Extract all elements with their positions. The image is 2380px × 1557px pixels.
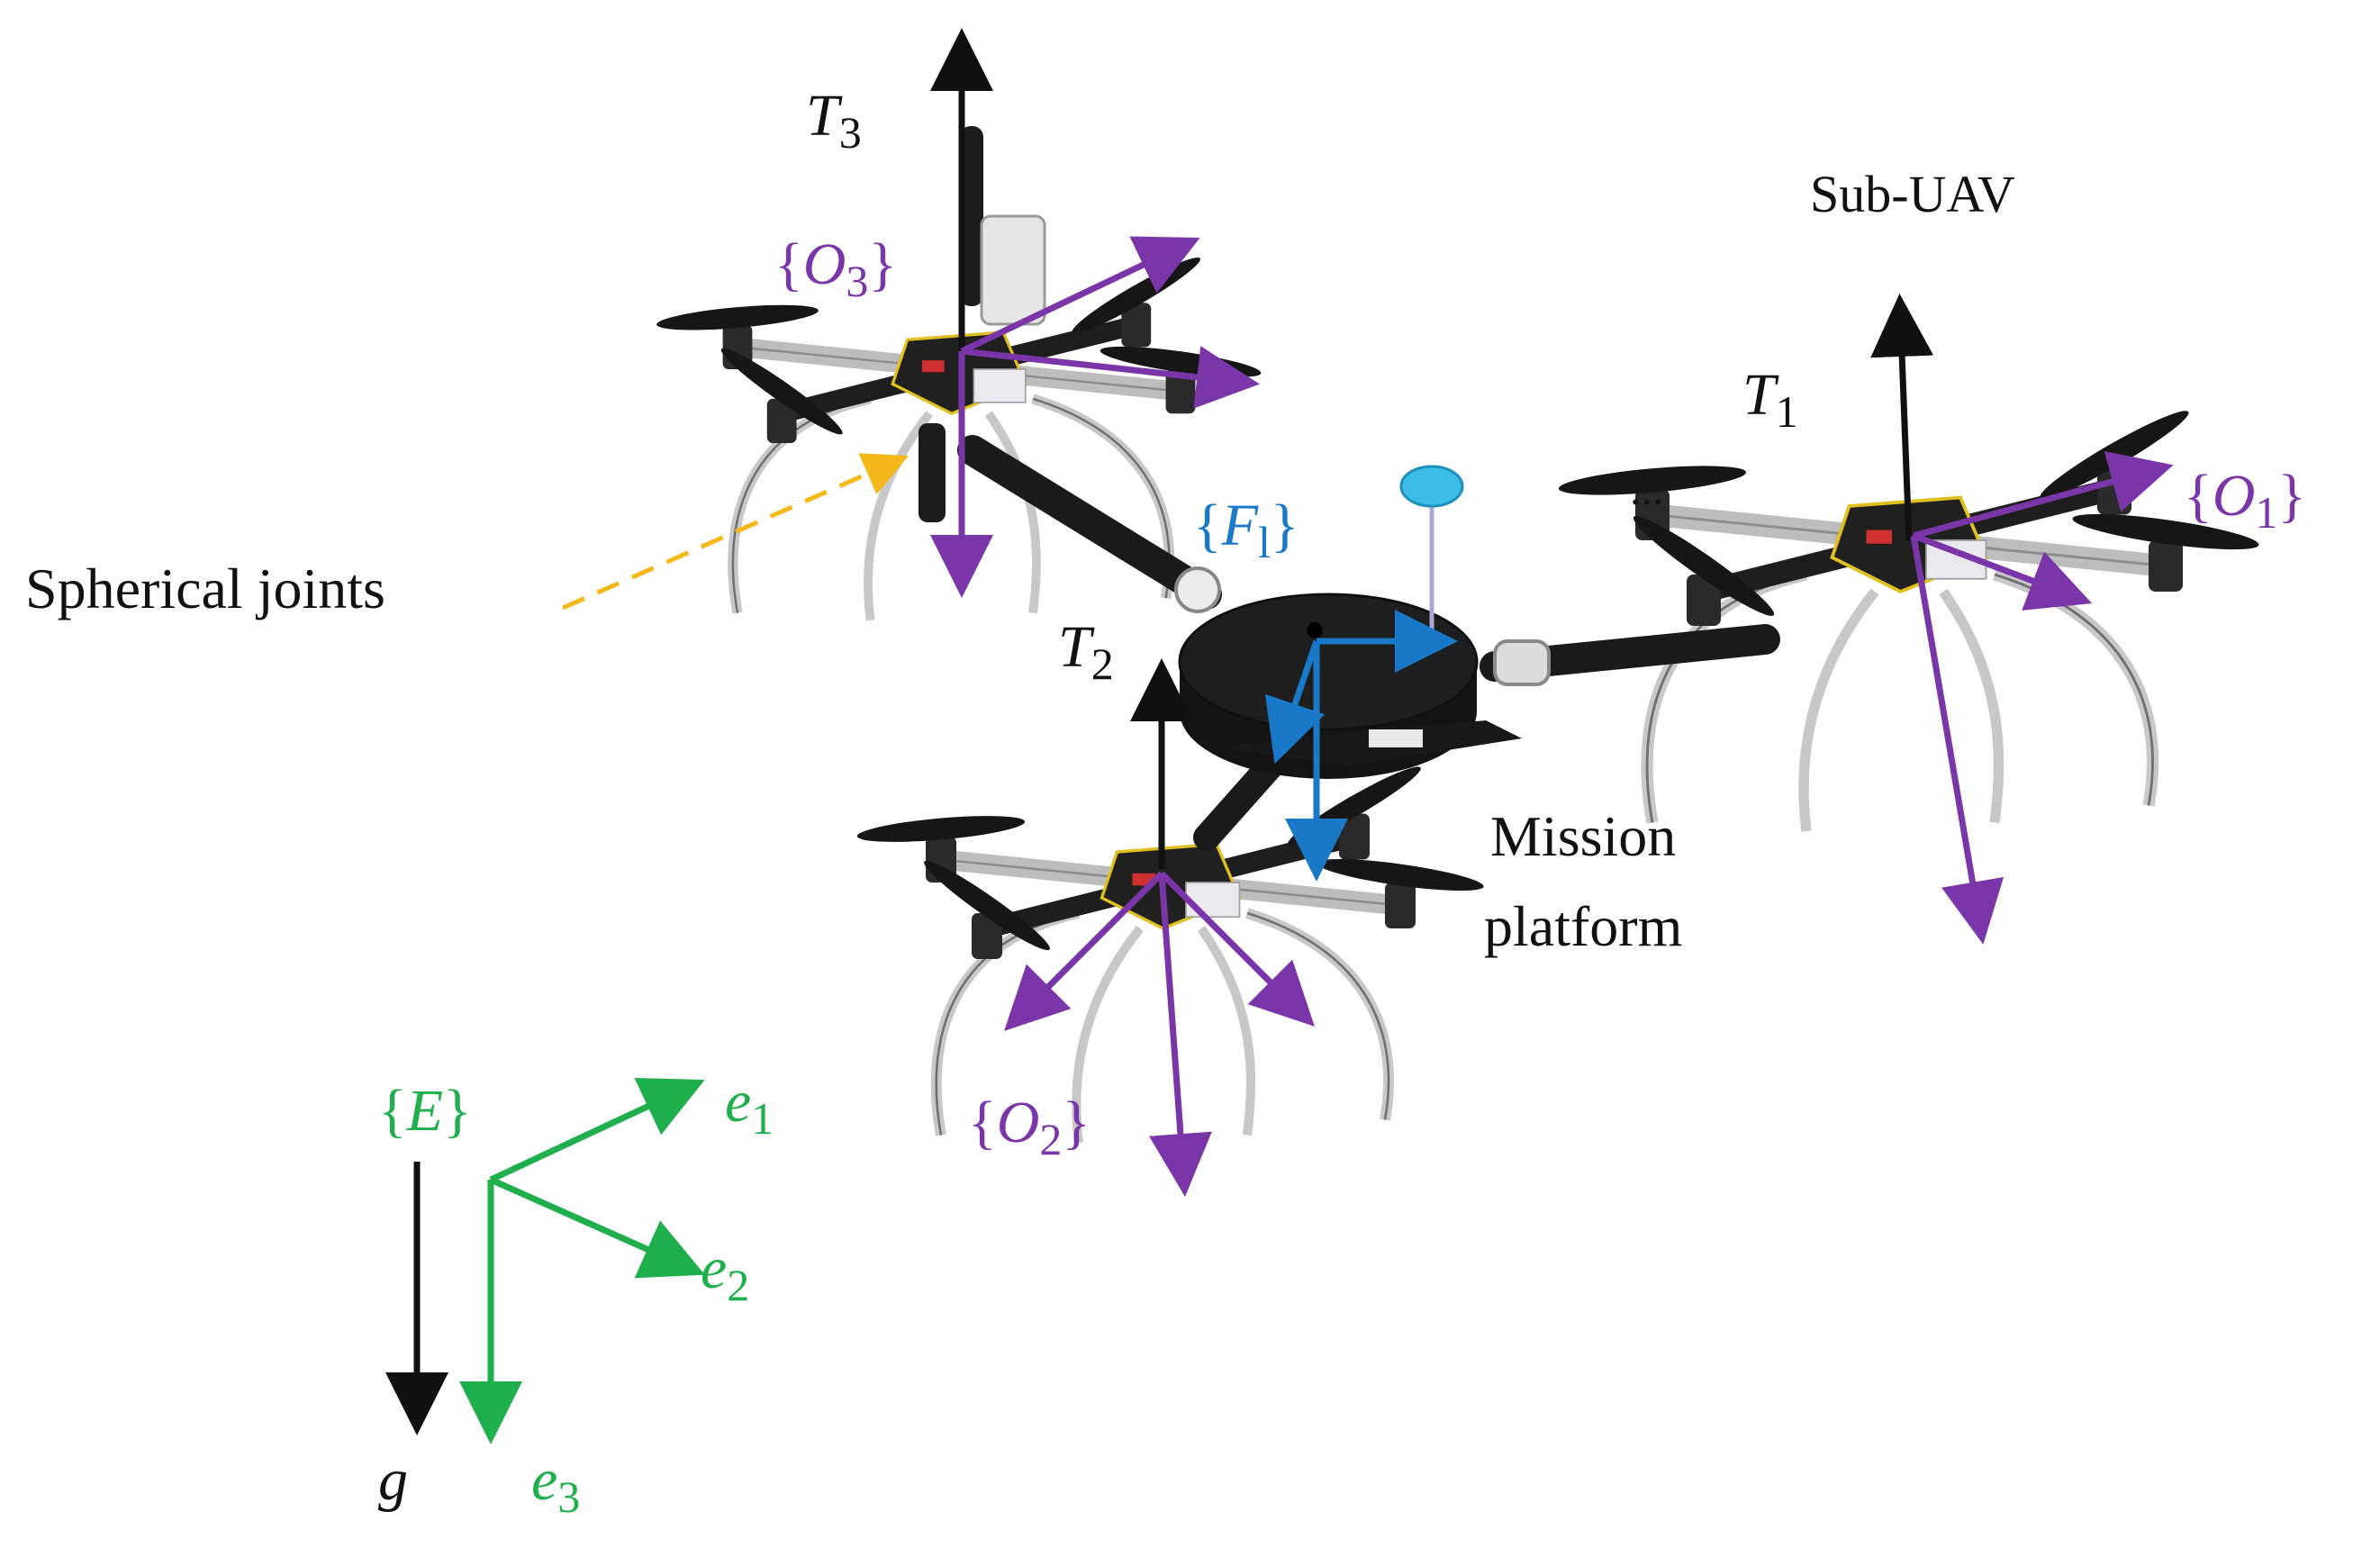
label-e1: e1 xyxy=(725,1069,774,1144)
earth-axis-e2 xyxy=(489,1176,705,1279)
label-spherical-joints: Spherical joints xyxy=(25,557,385,620)
antenna-icon-3 xyxy=(960,126,983,306)
link-rod-3 xyxy=(957,435,1222,610)
label-O3: {O3} xyxy=(774,231,897,306)
label-Fl: {Fl} xyxy=(1193,493,1299,567)
spherical-joint-icon-3 xyxy=(1174,566,1221,613)
frame-axis-O1-y xyxy=(1912,532,2093,611)
label-ellipsis: ... xyxy=(1630,464,1664,514)
label-T1: T1 xyxy=(1742,362,1798,437)
frame-axis-O3-x xyxy=(960,236,1200,355)
frame-axis-Fl-y xyxy=(1264,639,1326,765)
frame-axis-O3-y xyxy=(961,346,1260,409)
spherical-joints-pointer xyxy=(561,453,909,611)
quadrotor-icon-2 xyxy=(856,759,1485,1143)
frame-axis-O1-x xyxy=(1913,450,2174,539)
earth-axis-e1 xyxy=(489,1077,705,1183)
label-T3: T3 xyxy=(806,83,862,158)
label-E: {E} xyxy=(378,1078,472,1144)
label-O1: {O1} xyxy=(2184,463,2306,538)
label-e3: e3 xyxy=(531,1447,580,1522)
label-T2: T2 xyxy=(1058,614,1114,689)
label-e2: e2 xyxy=(701,1236,749,1310)
frame-axis-O2-y xyxy=(1159,871,1315,1027)
frame-axis-O2-z xyxy=(1149,873,1212,1197)
label-O2: {O2} xyxy=(968,1090,1090,1164)
label-sub-uav: Sub-UAV xyxy=(1810,165,2015,223)
frame-axis-O1-z xyxy=(1910,535,2004,945)
label-g: g xyxy=(378,1447,408,1513)
thrust-arrow-T1 xyxy=(1870,294,1934,541)
label-mission-platform: Mission platform xyxy=(1484,804,1690,958)
spherical-joint-icon-1 xyxy=(1493,639,1551,686)
frame-axis-O2-x xyxy=(1004,871,1164,1031)
